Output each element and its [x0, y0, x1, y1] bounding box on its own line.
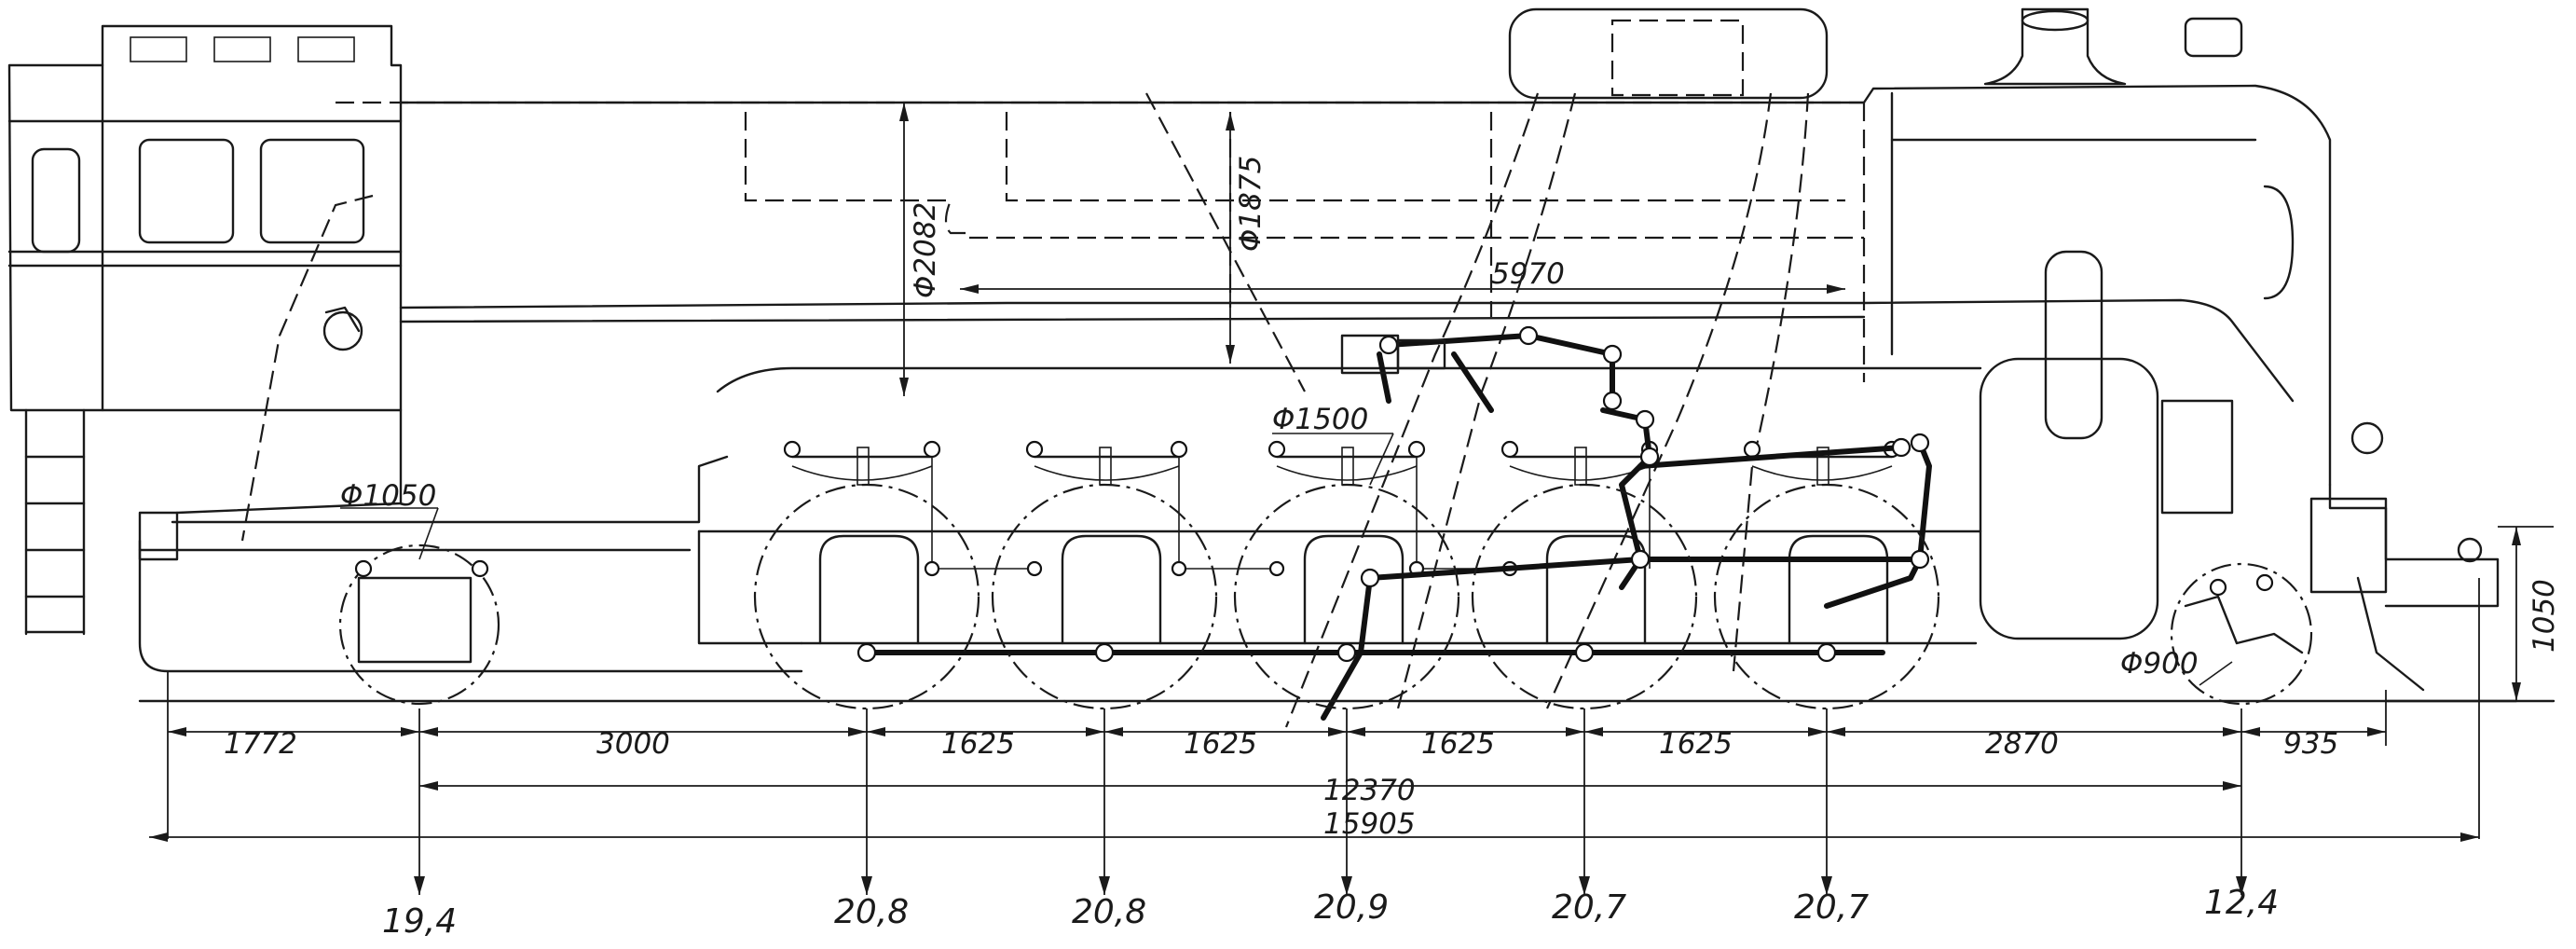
dim-label-5970: 5970 [1491, 257, 1565, 291]
dim-label-935: 935 [2283, 727, 2338, 761]
dim-label-1050: 1050 [2528, 579, 2561, 653]
frame [138, 366, 2500, 692]
dim-label-3000: 3000 [596, 727, 670, 761]
wheel-label-leading: Φ900 [2120, 647, 2199, 681]
axle-load-3: 20,8 [1072, 893, 1146, 931]
brake-linkage [856, 325, 1932, 721]
dim-label-1875: Φ1875 [1234, 156, 1267, 252]
dim-label-1625-b: 1625 [1184, 727, 1257, 761]
axle-load-7: 12,4 [2204, 884, 2279, 922]
dim-label-2870: 2870 [1985, 727, 2059, 761]
dim-label-12370: 12370 [1323, 774, 1416, 807]
wheel-label-driving: Φ1500 [1272, 403, 1368, 436]
axle-load-5: 20,7 [1552, 888, 1626, 927]
boiler [336, 7, 2384, 640]
axle-load-6: 20,7 [1794, 888, 1869, 927]
dimension-labels: 1772 3000 1625 1625 1625 1625 2870 935 1… [224, 156, 2561, 841]
dim-label-1625-c: 1625 [1421, 727, 1495, 761]
sand-pipes [240, 92, 1810, 728]
wheel-label-trailing: Φ1050 [340, 479, 436, 513]
wheels [338, 483, 2313, 710]
axle-load-2: 20,8 [834, 893, 909, 931]
axle-load-4: 20,9 [1314, 888, 1389, 927]
dim-label-1772: 1772 [224, 727, 297, 761]
dim-label-1625-a: 1625 [941, 727, 1015, 761]
dimension-lines [149, 103, 2554, 895]
dim-label-1625-d: 1625 [1659, 727, 1733, 761]
axle-load-labels: 19,4 20,8 20,8 20,9 20,7 20,7 12,4 [382, 884, 2279, 941]
axle-load-1: 19,4 [382, 902, 457, 941]
cab [7, 24, 403, 636]
dim-label-15905: 15905 [1323, 807, 1416, 841]
dim-label-2082: Φ2082 [909, 202, 942, 298]
